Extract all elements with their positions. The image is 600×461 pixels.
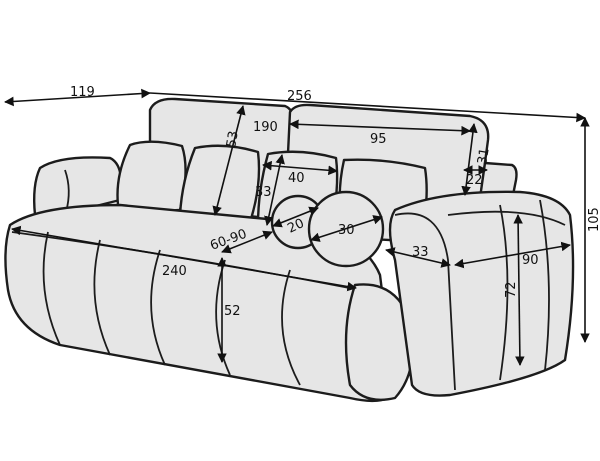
- label-back-top-depth: 31: [475, 147, 493, 166]
- dim-line-31: [461, 123, 478, 196]
- label-small-roll: 20: [285, 216, 306, 237]
- dim-line-33-pillow: [264, 154, 285, 226]
- dim-line-256: [149, 92, 586, 123]
- label-backrest-height: 53: [224, 130, 242, 149]
- label-height-total: 105: [587, 207, 600, 232]
- label-pillow-height: 33: [255, 185, 272, 200]
- dim-line-95: [289, 119, 471, 136]
- right-arm-seam-3: [539, 199, 550, 371]
- label-back-lower-depth: 22: [466, 173, 483, 188]
- label-seat-width: 240: [162, 264, 187, 279]
- pillow-2: [178, 144, 261, 224]
- back-side-panel: [478, 161, 518, 200]
- label-backrest-section: 95: [370, 132, 387, 147]
- label-depth-total: 119: [70, 85, 95, 100]
- right-arm-seam-2: [499, 204, 509, 381]
- label-width-total: 256: [287, 89, 312, 104]
- label-seat-height: 52: [224, 304, 241, 319]
- dim-line-90: [454, 241, 571, 269]
- label-armrest-width: 33: [412, 245, 429, 260]
- dim-line-119: [4, 88, 151, 107]
- right-arm-seam-1: [447, 210, 566, 226]
- label-backrest-width: 190: [253, 120, 278, 135]
- label-armrest-height: 72: [504, 281, 519, 298]
- dim-line-240: [11, 225, 357, 292]
- dim-line-20: [272, 206, 319, 228]
- dim-line-53: [212, 105, 246, 216]
- dim-line-33-arm: [385, 247, 451, 268]
- dim-line-72: [513, 214, 525, 366]
- label-pillow-width: 40: [288, 171, 305, 186]
- label-armrest-depth: 90: [522, 253, 539, 268]
- pillow-1: [116, 140, 187, 212]
- label-large-roll: 30: [338, 223, 355, 238]
